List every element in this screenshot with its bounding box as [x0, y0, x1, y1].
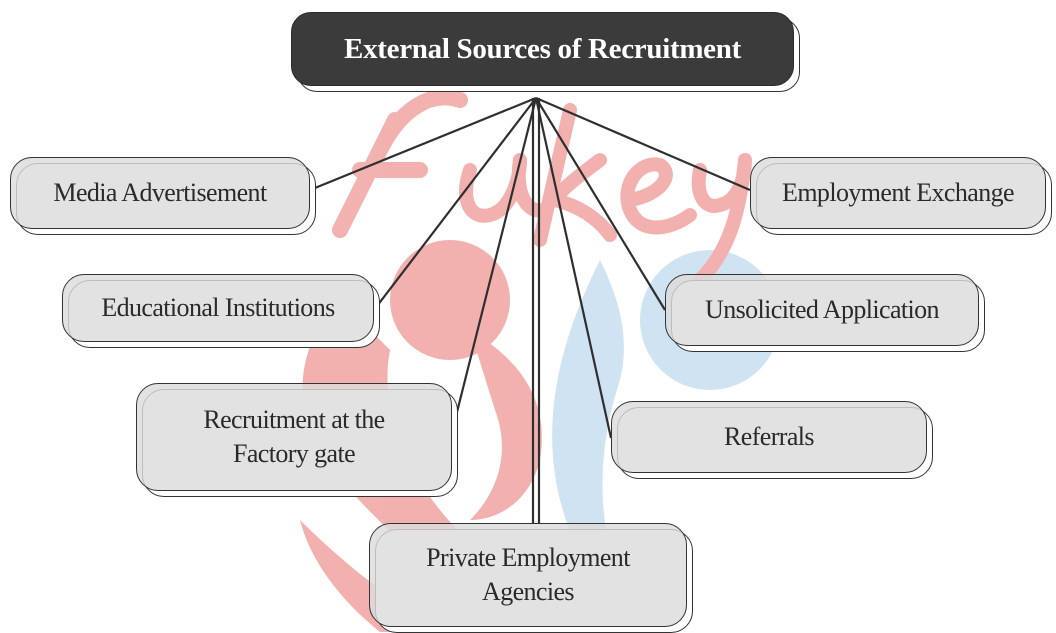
node-label: Unsolicited Application	[705, 295, 939, 324]
node-unsolicited-application: Unsolicited Application	[665, 274, 985, 352]
connector-unsol	[535, 97, 666, 311]
node-label: Employment Exchange	[782, 178, 1015, 207]
node-educational-institutions: Educational Institutions	[62, 274, 380, 348]
node-employment-exchange: Employment Exchange	[750, 157, 1052, 235]
node-label: Media Advertisement	[53, 178, 267, 207]
node-label: Private Employment Agencies	[426, 543, 630, 606]
connector-media	[309, 96, 537, 192]
node-label: Educational Institutions	[101, 293, 335, 322]
root-node: External Sources of Recruitment	[291, 12, 800, 92]
node-media-advertisement: Media Advertisement	[10, 157, 316, 235]
connector-exch	[535, 96, 751, 192]
root-node-label: External Sources of Recruitment	[344, 33, 741, 65]
connector-factory	[450, 97, 538, 433]
node-referrals: Referrals	[611, 401, 933, 479]
node-label: Referrals	[724, 422, 814, 451]
connector-ref	[534, 97, 613, 439]
connector-edu	[373, 97, 537, 311]
node-private-employment-agencies: Private Employment Agencies	[369, 523, 693, 633]
node-label: Recruitment at the Factory gate	[203, 405, 385, 468]
node-recruitment-factory-gate: Recruitment at the Factory gate	[136, 383, 458, 497]
